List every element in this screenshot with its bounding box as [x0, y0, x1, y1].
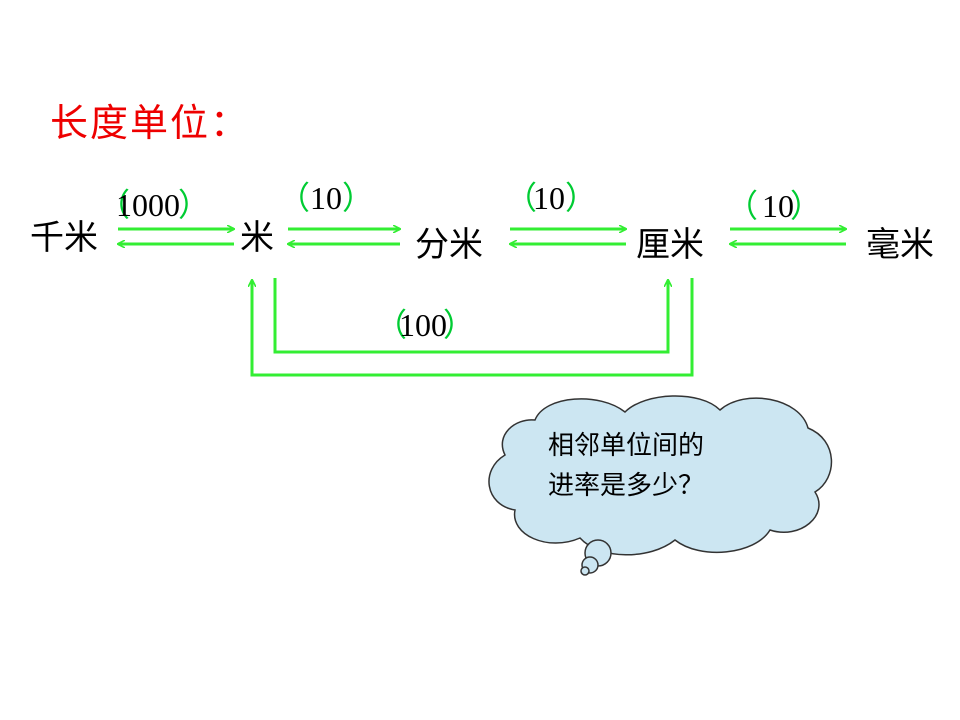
paren-open: （ [375, 307, 408, 343]
bubble-line-2: 进率是多少？ [548, 471, 705, 501]
bubble-question: 相邻单位间的 进率是多少？ [548, 426, 704, 506]
paren-open: （ [278, 180, 311, 216]
paren-close: ） [565, 180, 598, 216]
rate-cm-mm: （10） [726, 181, 822, 227]
unit-kilometer: 千米 [30, 218, 98, 258]
rate-value: 10 [762, 188, 795, 224]
rate-m-cm: （100） [375, 300, 475, 346]
unit-meter: 米 [240, 218, 274, 258]
bubble-tail-small [580, 566, 590, 576]
unit-decimeter: 分米 [415, 225, 483, 265]
rate-value: 10 [533, 180, 566, 216]
paren-close: ） [342, 180, 375, 216]
rate-value: 1000 [116, 187, 181, 223]
rate-dm-cm: （10） [505, 173, 597, 219]
bubble-line-1: 相邻单位间的 [548, 431, 705, 461]
paren-open: （ [726, 188, 759, 224]
arrow-m-to-cm [273, 278, 668, 354]
paren-open: （ [98, 187, 131, 223]
thought-bubble [488, 395, 833, 576]
paren-open: （ [505, 180, 538, 216]
rate-value: 10 [310, 180, 343, 216]
arrow-cm-to-m [252, 278, 694, 377]
rate-value: 100 [399, 307, 448, 343]
page-title: 长度单位： [50, 101, 251, 145]
unit-millimeter: 毫米 [866, 225, 934, 265]
paren-close: ） [790, 188, 823, 224]
paren-close: ） [443, 307, 476, 343]
rate-km-m: （1000） [98, 180, 210, 226]
rate-m-dm: （10） [278, 173, 374, 219]
unit-centimeter: 厘米 [636, 225, 704, 265]
paren-close: ） [178, 187, 211, 223]
